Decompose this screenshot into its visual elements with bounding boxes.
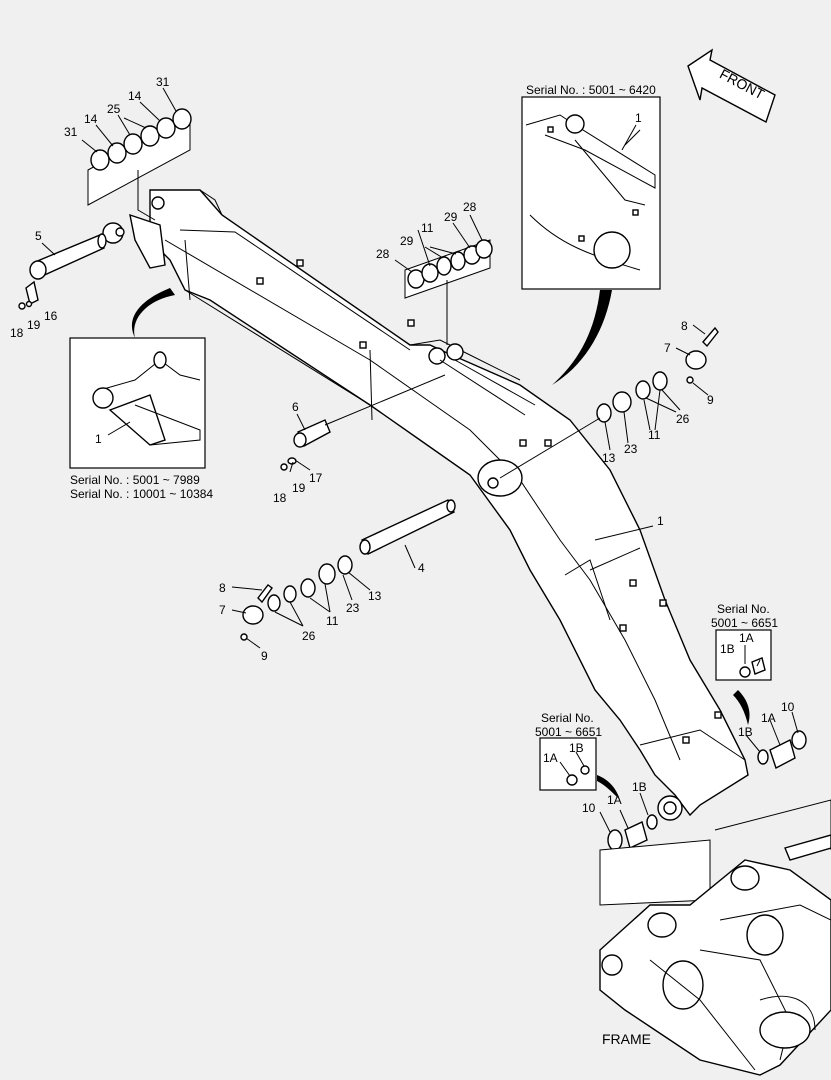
callout-14: 14 [128,89,142,103]
callout-1: 1 [635,111,642,125]
callout-10: 10 [582,801,596,815]
callout-17: 17 [309,471,323,485]
callout-28: 28 [463,200,477,214]
callout-1A: 1A [607,793,622,807]
callout-7: 7 [664,341,671,355]
callout-29: 29 [400,234,414,248]
callout-26: 26 [676,412,690,426]
callout-11: 11 [326,614,339,628]
callout-1B: 1B [632,780,647,794]
callout-1A: 1A [543,751,558,765]
bush-left-serial-title: Serial No. [541,711,594,725]
callouts: 31 14 25 14 31 5 16 19 18 28 29 11 29 28… [10,75,795,815]
inset-left [69,337,206,469]
callout-1B: 1B [720,642,735,656]
callout-4: 4 [418,561,425,575]
callout-1B: 1B [738,725,753,739]
washer-stack-front [87,108,192,221]
frame-detail [599,799,831,1076]
callout-1A: 1A [739,631,754,645]
callout-26: 26 [302,629,316,643]
callout-10: 10 [781,700,795,714]
bush-inset-right [715,629,772,681]
callout-25: 25 [107,102,121,116]
callout-16: 16 [44,309,58,323]
bush-left-parts [607,814,658,851]
callout-8: 8 [219,581,226,595]
callout-7: 7 [219,603,226,617]
pin-4 [359,499,456,555]
callout-9: 9 [261,649,268,663]
pin-6 [280,374,446,471]
bush-inset-left [539,737,597,791]
callout-19: 19 [292,481,306,495]
callout-14: 14 [84,112,98,126]
left-pin-retainer [240,555,353,641]
inset-left-serial-2: Serial No. : 10001 ~ 10384 [70,487,213,501]
inset-top-right-serial: Serial No. : 5001 ~ 6420 [526,83,656,97]
inset-pointer-top [552,290,612,385]
bush-right-serial-title: Serial No. [717,602,770,616]
inset-top-right [521,96,661,290]
callout-19: 19 [27,318,41,332]
callout-13: 13 [602,451,616,465]
callout-6: 6 [292,400,299,414]
washer-stack-upper [404,239,493,345]
inset-left-serial-1: Serial No. : 5001 ~ 7989 [70,473,200,487]
callout-11: 11 [648,428,661,442]
bush-right-serial-range: 5001 ~ 6651 [711,616,778,630]
callout-8: 8 [681,319,688,333]
callout-1B: 1B [569,741,584,755]
bush-right-parts [757,730,807,770]
inset-pointer-left [131,288,175,338]
right-pin-retainer [499,326,719,479]
callout-1: 1 [95,432,102,446]
callout-18: 18 [10,326,24,340]
pin-5 [18,233,107,310]
bush-pointer-left [597,775,620,800]
bush-left-serial-range: 5001 ~ 6651 [535,725,602,739]
frame-label: FRAME [602,1031,651,1047]
front-arrow: FRONT [687,48,776,124]
callout-18: 18 [273,491,287,505]
callout-31: 31 [156,75,170,89]
callout-5: 5 [35,229,42,243]
callout-1A: 1A [761,711,776,725]
callout-29: 29 [444,210,458,224]
callout-13: 13 [368,589,382,603]
callout-23: 23 [624,442,638,456]
callout-28: 28 [376,247,390,261]
callout-11: 11 [421,221,434,235]
boom-structure [102,189,749,821]
callout-1: 1 [657,514,664,528]
leader-lines [41,87,799,833]
callout-9: 9 [707,393,714,407]
callout-23: 23 [346,601,360,615]
callout-31: 31 [64,125,78,139]
bush-pointer-right [733,690,750,725]
